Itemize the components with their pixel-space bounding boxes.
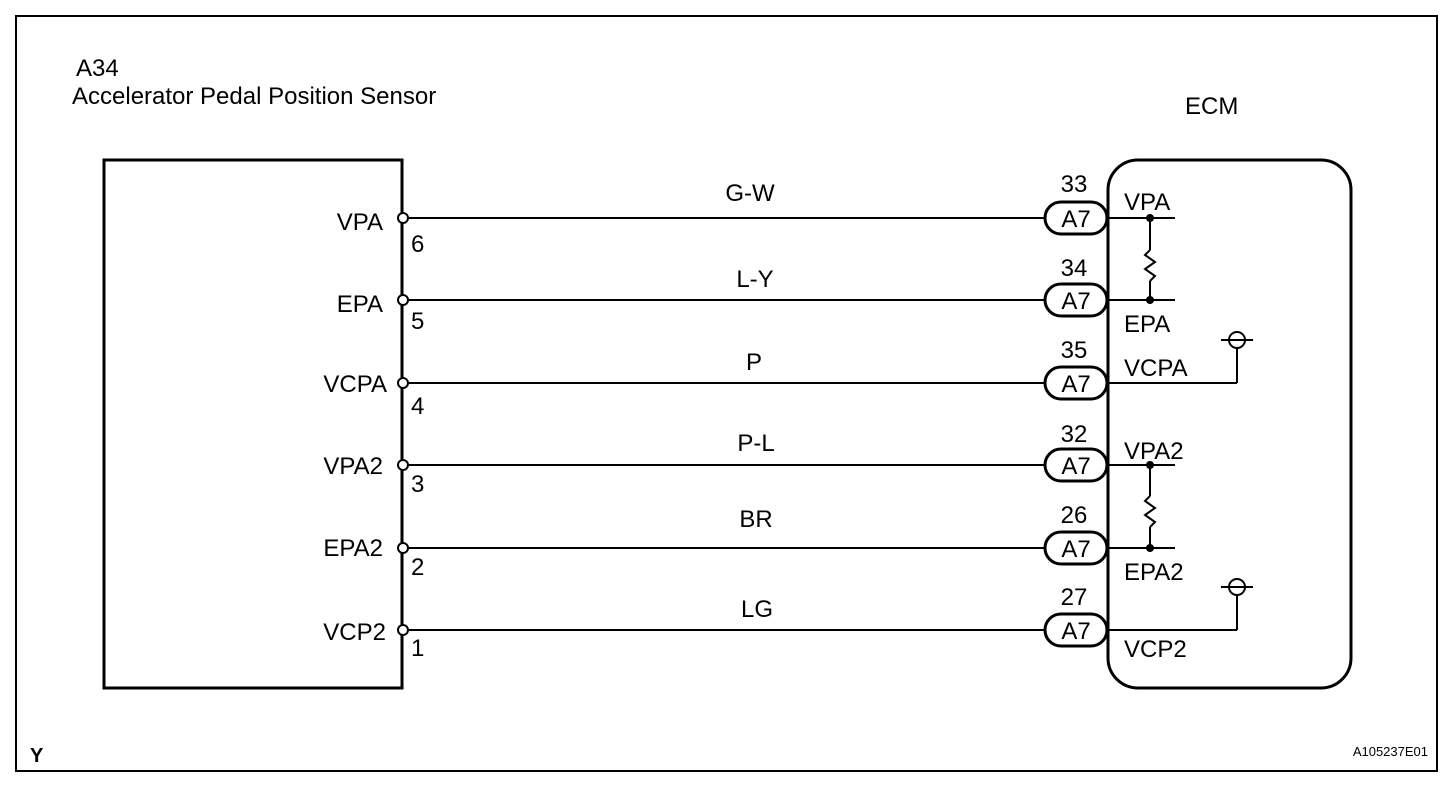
junction-dot: [1146, 461, 1154, 469]
sensor-terminal: [397, 542, 409, 554]
sensor-pin-number: 4: [411, 393, 424, 420]
sensor-terminal: [397, 212, 409, 224]
sensor-pin-number: 6: [411, 231, 424, 258]
ecm-pin-number: 32: [1061, 421, 1088, 448]
sensor-terminal: [397, 624, 409, 636]
diagram-id: A105237E01: [1353, 744, 1428, 759]
sensor-pin-name: VCP2: [323, 619, 386, 646]
ecm-pin-name: VPA2: [1124, 438, 1184, 465]
ecm-pin-number: 27: [1061, 584, 1088, 611]
connector-label: A7: [1061, 371, 1090, 398]
circuit-vcpa: VCPA 4 P A7 35 VCPA: [323, 337, 1237, 420]
connector-label: A7: [1061, 536, 1090, 563]
sensor-pin-number: 5: [411, 308, 424, 335]
ecm-pin-number: 35: [1061, 337, 1088, 364]
sensor-pin-name: VPA2: [323, 453, 383, 480]
diagram-frame: [15, 15, 1438, 772]
sensor-pin-name: VCPA: [323, 371, 387, 398]
junction-dot: [1146, 214, 1154, 222]
ecm-pin-number: 34: [1061, 255, 1088, 282]
junction-dot: [1146, 544, 1154, 552]
ecm-pin-name: EPA2: [1124, 559, 1184, 586]
ecm-pin-name: VCP2: [1124, 636, 1187, 663]
sensor-pin-number: 1: [411, 635, 424, 662]
sensor-pin-number: 3: [411, 471, 424, 498]
wire-color: P: [746, 349, 762, 376]
wire-color: LG: [741, 596, 773, 623]
sensor-pin-number: 2: [411, 554, 424, 581]
sensor-pin-name: VPA: [337, 209, 383, 236]
connector-label: A7: [1061, 206, 1090, 233]
sensor-box: [102, 158, 404, 690]
footer-letter: Y: [30, 745, 44, 767]
ecm-pin-name: EPA: [1124, 311, 1170, 338]
circuit-vcp2: VCP2 1 LG A7 27 VCP2: [323, 584, 1237, 663]
circuit-epa: EPA 5 L-Y A7 34 EPA: [337, 255, 1175, 338]
sensor-terminal: [397, 294, 409, 306]
connector-a7: [1043, 612, 1109, 648]
wire-color: P-L: [737, 430, 774, 457]
ecm-pin-name: VPA: [1124, 189, 1170, 216]
resistor-icon: [1143, 495, 1157, 528]
connector-a7: [1043, 365, 1109, 401]
wire-color: BR: [739, 506, 772, 533]
ecm-pin-name: VCPA: [1124, 355, 1188, 382]
circuit-vpa: VPA 6 G-W A7 33 VPA: [337, 171, 1175, 258]
sensor-pin-name: EPA2: [323, 535, 383, 562]
connector-a7: [1043, 530, 1109, 566]
connector-a7: [1043, 200, 1109, 236]
ecm-resistor-1: [1143, 214, 1157, 304]
ecm-source-vcp2: [1221, 578, 1253, 630]
connector-label: A7: [1061, 288, 1090, 315]
ecm-source-vcpa: [1221, 331, 1253, 383]
connector-a7: [1043, 447, 1109, 483]
connector-label: A7: [1061, 618, 1090, 645]
ecm-pin-number: 26: [1061, 502, 1088, 529]
sensor-terminal: [397, 377, 409, 389]
resistor-icon: [1143, 249, 1157, 282]
connector-label: A7: [1061, 453, 1090, 480]
circuit-epa2: EPA2 2 BR A7 26 EPA2: [323, 502, 1183, 586]
junction-dot: [1146, 296, 1154, 304]
ecm-pin-number: 33: [1061, 171, 1088, 198]
sensor-code: A34: [76, 55, 119, 82]
sensor-terminal: [397, 459, 409, 471]
sensor-pin-name: EPA: [337, 291, 383, 318]
wire-color: L-Y: [736, 266, 773, 293]
sensor-name: Accelerator Pedal Position Sensor: [72, 83, 436, 110]
circuit-vpa2: VPA2 3 P-L A7 32 VPA2: [323, 421, 1183, 498]
connector-a7: [1043, 282, 1109, 318]
wire-color: G-W: [725, 180, 775, 207]
ecm-resistor-2: [1143, 461, 1157, 552]
ecm-box: [1106, 158, 1353, 690]
ecm-title: ECM: [1185, 93, 1238, 120]
